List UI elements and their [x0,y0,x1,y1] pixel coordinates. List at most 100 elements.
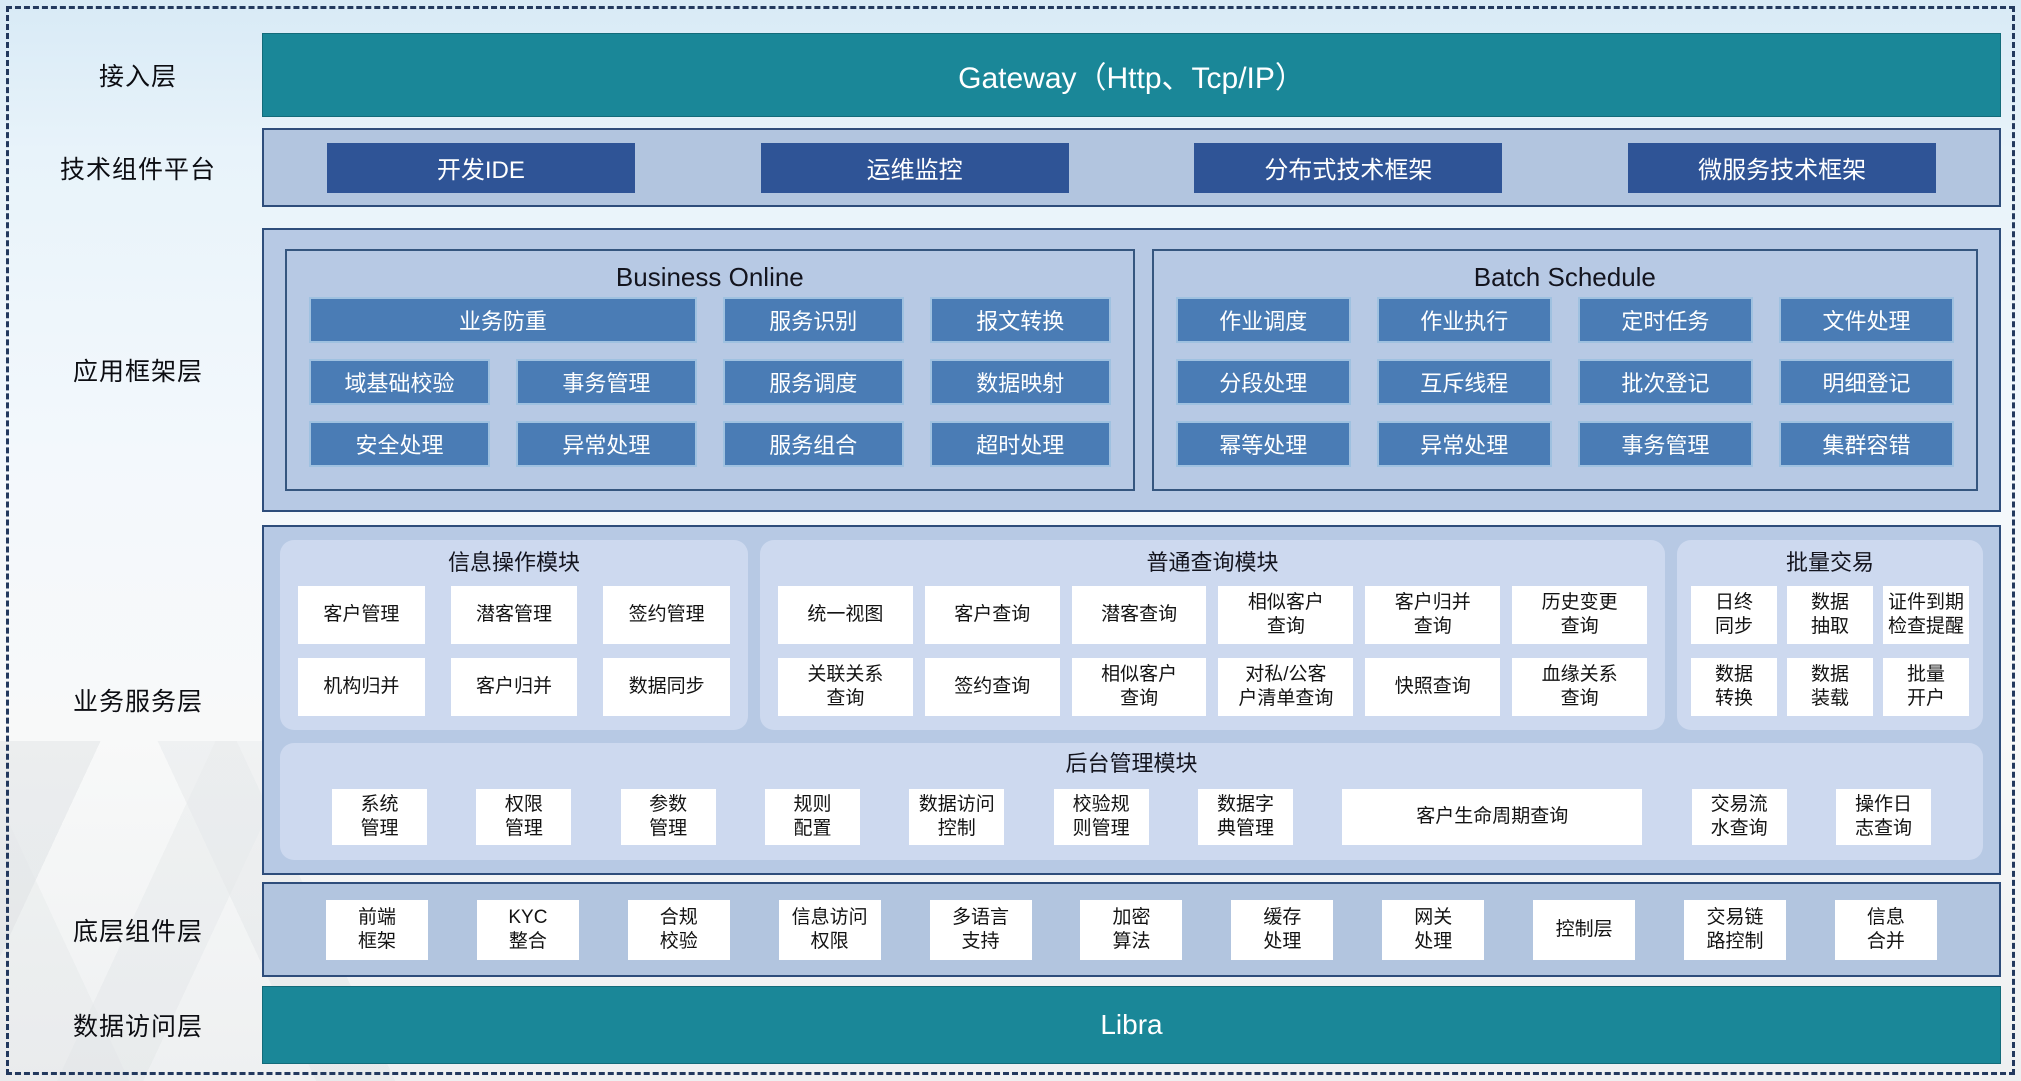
component-node: 合规 校验 [627,899,730,960]
framework-node: 服务组合 [722,421,904,467]
layer-row-base-components: 底层组件层 前端 框架 KYC 整合合规 校验信息访问 权限多语言 支持加密 算法… [14,882,2001,977]
component-node: 网关 处理 [1382,899,1485,960]
service-node: 证件到期 检查提醒 [1883,586,1969,644]
service-node: 权限 管理 [476,789,572,845]
service-node: 签约管理 [603,586,730,644]
component-node: 控制层 [1533,899,1636,960]
component-node: 缓存 处理 [1231,899,1334,960]
libra-bar: Libra [262,986,2001,1064]
layer-label-app-framework: 应用框架层 [72,358,203,386]
framework-node: 数据映射 [929,359,1111,405]
service-node: 客户归并 [450,658,578,716]
framework-node: 分段处理 [1175,359,1351,405]
tech-platform-node: 分布式技术框架 [1194,142,1503,193]
layer-row-access: 接入层 Gateway（Http、Tcp/IP） [14,33,2001,117]
batch-trade-card: 批量交易 日终 同步数据 抽取证件到期 检查提醒数据 转换数据 装载批量 开户 [1677,540,1983,730]
service-node: 规则 配置 [764,789,860,845]
framework-node: 报文转换 [929,297,1111,343]
service-node: 数据同步 [603,658,730,716]
service-node: 历史变更 查询 [1512,586,1647,644]
component-node: 多语言 支持 [929,899,1032,960]
service-node: 血缘关系 查询 [1512,658,1647,716]
framework-node: 定时任务 [1577,297,1753,343]
business-service-box: 信息操作模块 客户管理潜客管理签约管理机构归并客户归并数据同步 普通查询模块 统… [262,525,2001,875]
query-module-grid: 统一视图客户查询潜客查询相似客户 查询客户归并 查询历史变更 查询关联关系 查询… [778,586,1647,716]
admin-module-card: 后台管理模块 系统 管理权限 管理参数 管理规则 配置数据访问 控制校验规 则管… [280,743,1983,860]
layer-label-access: 接入层 [98,63,177,91]
info-operation-card: 信息操作模块 客户管理潜客管理签约管理机构归并客户归并数据同步 [280,540,748,730]
libra-bar-title: Libra [1100,1009,1163,1040]
service-node: 机构归并 [298,658,425,716]
framework-node: 互斥线程 [1376,359,1552,405]
service-node: 校验规 则管理 [1053,789,1149,845]
framework-node: 服务识别 [722,297,904,343]
service-node: 签约查询 [924,658,1060,716]
service-node: 统一视图 [778,586,913,644]
framework-node: 域基础校验 [309,359,490,405]
layer-label-data-access: 数据访问层 [72,1013,203,1041]
service-node: 客户查询 [924,586,1060,644]
layer-row-app-framework: 应用框架层 Business Online 业务防重服务识别报文转换域基础校验事… [14,228,2001,512]
service-node: 数据 抽取 [1787,586,1873,644]
admin-module-title: 后台管理模块 [1065,751,1198,776]
layer-label-tech: 技术组件平台 [59,155,216,184]
component-node: 前端 框架 [326,899,428,960]
admin-module-row: 系统 管理权限 管理参数 管理规则 配置数据访问 控制校验规 则管理数据字 典管… [332,787,1931,847]
service-node: 潜客管理 [450,586,578,644]
base-components-bar: 前端 框架 KYC 整合合规 校验信息访问 权限多语言 支持加密 算法缓存 处理网… [262,882,2001,977]
business-online-grid: 业务防重服务识别报文转换域基础校验事务管理服务调度数据映射安全处理异常处理服务组… [309,297,1111,467]
service-node: 对私/公客 户清单查询 [1218,658,1354,716]
service-node: 批量 开户 [1883,658,1969,716]
service-node: 客户归并 查询 [1365,586,1501,644]
component-node: 信息 合并 [1834,899,1937,960]
component-node: 信息访问 权限 [778,899,881,960]
gateway-bar: Gateway（Http、Tcp/IP） [262,33,2001,117]
service-node: 日终 同步 [1691,586,1777,644]
business-service-top: 信息操作模块 客户管理潜客管理签约管理机构归并客户归并数据同步 普通查询模块 统… [280,540,1983,730]
info-operation-grid: 客户管理潜客管理签约管理机构归并客户归并数据同步 [298,586,730,716]
service-node: 操作日 志查询 [1835,789,1931,845]
framework-node: 事务管理 [1577,421,1753,467]
batch-schedule-panel: Batch Schedule 作业调度作业执行定时任务文件处理分段处理互斥线程批… [1151,249,1978,491]
framework-node: 事务管理 [515,359,697,405]
batch-schedule-grid: 作业调度作业执行定时任务文件处理分段处理互斥线程批次登记明细登记幂等处理异常处理… [1175,297,1954,467]
layer-label-base-components: 底层组件层 [72,917,203,946]
component-node: 交易链 路控制 [1684,899,1787,960]
app-framework-box: Business Online 业务防重服务识别报文转换域基础校验事务管理服务调… [262,228,2001,512]
business-online-panel: Business Online 业务防重服务识别报文转换域基础校验事务管理服务调… [285,249,1135,491]
service-node: 交易流 水查询 [1691,789,1787,845]
component-node: KYC 整合 [476,899,579,960]
service-node: 潜客查询 [1071,586,1207,644]
service-node: 数据访问 控制 [909,789,1005,845]
framework-node: 业务防重 [309,297,697,343]
service-node: 系统 管理 [332,789,427,845]
gateway-bar-title: Gateway（Http、Tcp/IP） [958,62,1305,95]
service-node: 数据 转换 [1691,658,1777,716]
framework-node: 集群容错 [1778,421,1954,467]
tech-platform-node: 微服务技术框架 [1628,142,1937,193]
batch-trade-grid: 日终 同步数据 抽取证件到期 检查提醒数据 转换数据 装载批量 开户 [1691,586,1969,716]
batch-trade-title: 批量交易 [1785,550,1874,575]
framework-node: 作业调度 [1175,297,1351,343]
framework-node: 批次登记 [1577,359,1753,405]
layer-label-business-service: 业务服务层 [72,688,203,716]
framework-node: 服务调度 [722,359,904,405]
layer-row-data-access: 数据访问层 Libra [14,986,2001,1064]
layer-row-business-service: 业务服务层 信息操作模块 客户管理潜客管理签约管理机构归并客户归并数据同步 普通… [14,525,2001,875]
framework-node: 超时处理 [929,421,1111,467]
service-node: 关联关系 查询 [778,658,913,716]
service-node: 相似客户 查询 [1071,658,1207,716]
service-node: 客户管理 [298,586,425,644]
service-node: 客户生命周期查询 [1342,789,1643,845]
query-module-card: 普通查询模块 统一视图客户查询潜客查询相似客户 查询客户归并 查询历史变更 查询… [760,540,1665,730]
service-node: 参数 管理 [620,789,716,845]
service-node: 相似客户 查询 [1218,586,1354,644]
framework-node: 异常处理 [1376,421,1552,467]
service-node: 数据 装载 [1787,658,1873,716]
query-module-title: 普通查询模块 [1146,550,1279,575]
tech-platform-node: 开发IDE [326,142,635,193]
component-node: 加密 算法 [1080,899,1183,960]
